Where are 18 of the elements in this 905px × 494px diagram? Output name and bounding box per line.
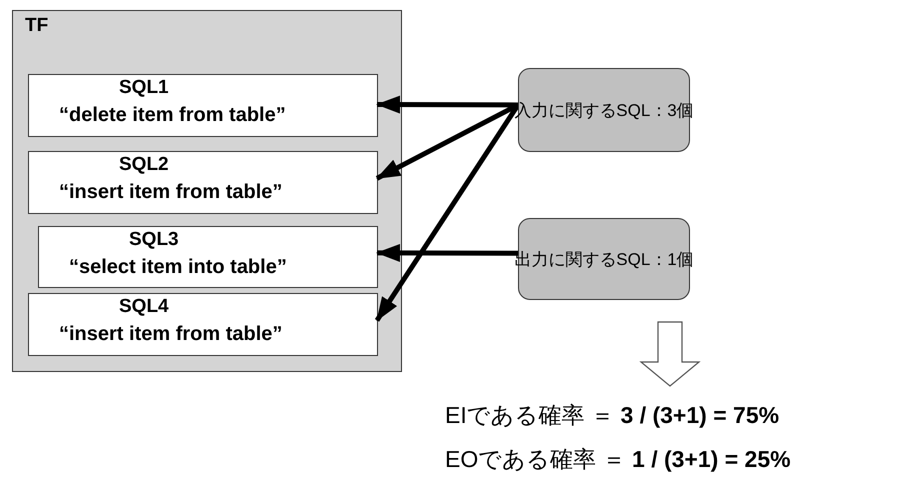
arrow	[376, 244, 518, 262]
sql-box	[38, 226, 378, 288]
sql-statement: “delete item from table”	[59, 104, 286, 127]
sql-statement: “select item into table”	[69, 256, 287, 279]
arrow	[376, 96, 518, 114]
sql-name: SQL3	[129, 229, 179, 251]
group-title: TF	[25, 15, 48, 37]
sql-statement: “insert item from table”	[59, 181, 282, 204]
sql-name: SQL1	[119, 77, 169, 99]
probability-formula: EOである確率 ＝ 1 / (3+1) = 25%	[445, 445, 791, 474]
sql-name: SQL2	[119, 154, 169, 176]
sql-name: SQL4	[119, 296, 169, 318]
sql-box	[28, 151, 378, 214]
group-panel	[12, 10, 402, 372]
sql-statement: “insert item from table”	[59, 323, 282, 346]
sql-box	[28, 293, 378, 356]
probability-formula: EIである確率 ＝ 3 / (3+1) = 75%	[445, 401, 780, 430]
sql-box	[28, 74, 378, 137]
